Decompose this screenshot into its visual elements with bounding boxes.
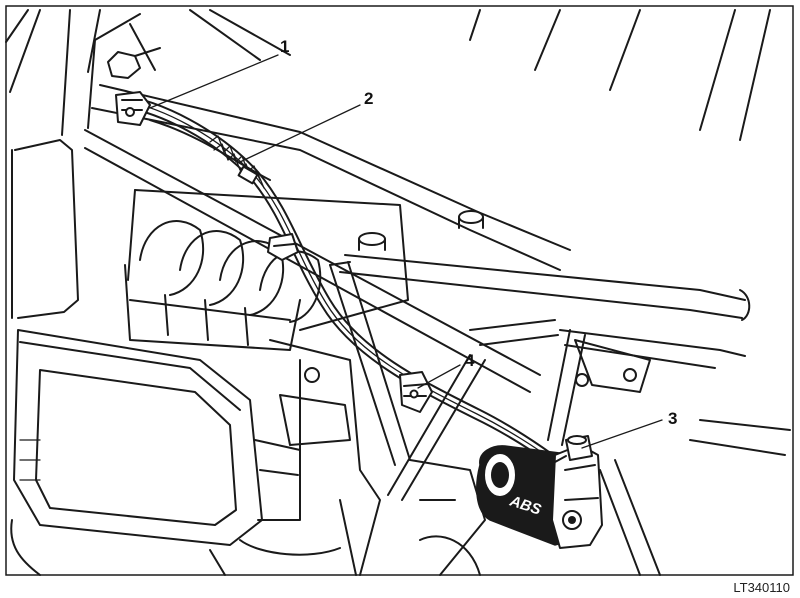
cable-clip-upper (115, 91, 151, 126)
leader-1 (149, 54, 279, 109)
callout-2: 2 (364, 89, 373, 108)
figure-border (5, 5, 794, 576)
reference-code: LT340110 (733, 580, 790, 595)
sensor-cable-bundle (117, 94, 561, 469)
abs-sensor-unit: ABS (476, 435, 603, 549)
leader-4 (417, 364, 461, 389)
leader-3 (581, 419, 663, 449)
cable-spring-grommet (209, 135, 265, 189)
callout-1: 1 (280, 37, 289, 56)
motorcycle-frame-drawing (5, 9, 791, 576)
cable-clamp-middle (267, 233, 299, 261)
callout-3: 3 (668, 409, 677, 428)
cable-clip-lower (399, 371, 433, 413)
callout-4: 4 (465, 351, 475, 370)
callout-leaders (149, 54, 663, 449)
leader-2 (239, 104, 361, 163)
